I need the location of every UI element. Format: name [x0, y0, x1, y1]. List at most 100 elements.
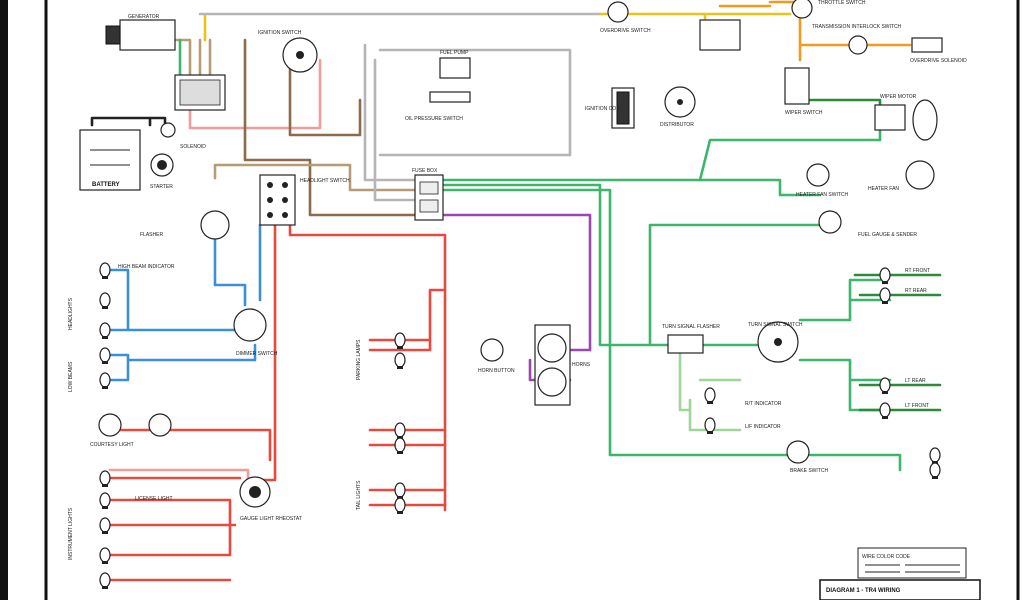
- lamp-base: [882, 416, 888, 419]
- lamp-base: [102, 276, 108, 279]
- diagram-title: DIAGRAM 1 - TR4 WIRING: [826, 588, 901, 594]
- fuel-gauge: FUEL GAUGE & SENDER: [818, 210, 917, 238]
- lamp-bulb: [99, 470, 111, 486]
- lamp-bulb: [704, 417, 716, 433]
- battery: BATTERY: [79, 129, 141, 191]
- lamp-bulb: [929, 462, 941, 478]
- fuse-box: FUSE BOX: [412, 168, 444, 221]
- lamp-base: [882, 301, 888, 304]
- label-brake-switch: BRAKE SWITCH: [790, 468, 828, 474]
- gauge-light-rheostat: GAUGE LIGHT RHEOSTAT: [239, 476, 302, 522]
- label-headlights: HEADLIGHTS: [68, 297, 74, 330]
- lamp-base: [102, 506, 108, 509]
- wire-yellow-top: [203, 12, 792, 42]
- wire-dark-green: [808, 98, 942, 412]
- label-license-light: LICENSE LIGHT: [135, 496, 173, 502]
- wire-blue: [108, 223, 262, 382]
- solenoid: SOLENOID: [160, 122, 206, 150]
- wire-red-main: [260, 223, 447, 512]
- label-generator: GENERATOR: [128, 14, 160, 20]
- lamp-base: [707, 401, 713, 404]
- label-wiper-motor: WIPER MOTOR: [880, 94, 917, 100]
- lamp-base: [882, 281, 888, 284]
- wire-brown-ign: [288, 58, 362, 137]
- label-heater-fan-switch: HEATER FAN SWITCH: [796, 192, 849, 198]
- lamp-bulb: [99, 262, 111, 278]
- label-turn-signal-switch: TURN SIGNAL SWITCH: [748, 322, 803, 328]
- lamp-bulb: [929, 447, 941, 463]
- label-battery: BATTERY: [92, 182, 120, 188]
- wire-gen-tan: [168, 38, 212, 77]
- generator: GENERATOR: [105, 14, 176, 51]
- distributor: DISTRIBUTOR: [660, 86, 696, 128]
- lamp-bulb: [704, 387, 716, 403]
- wire-pink-reg: [188, 58, 322, 130]
- label-overdrive-solenoid: OVERDRIVE SOLENOID: [910, 58, 967, 64]
- lamp-bulb: [879, 287, 891, 303]
- side-labels: HEADLIGHTS LOW BEAMS PARKING LAMPS TAIL …: [68, 116, 930, 560]
- label-ignition-switch: IGNITION SWITCH: [258, 30, 302, 36]
- lamp-bulb: [879, 377, 891, 393]
- wire-pink-left: [108, 468, 250, 482]
- wire-brown-fuse: [243, 38, 422, 217]
- wiper-motor: WIPER MOTOR: [874, 94, 938, 141]
- wire-red-left: [108, 428, 272, 582]
- legend-title: WIRE COLOR CODE: [862, 554, 911, 560]
- lamp-bulb: [99, 572, 111, 588]
- label-lf-indicator: L/F INDICATOR: [745, 424, 781, 430]
- lamp-bulb: [99, 372, 111, 388]
- lamp-bulb: [879, 267, 891, 283]
- label-headlight-switch: HEADLIGHT SWITCH: [300, 178, 350, 184]
- label-fuel-pump: FUEL PUMP: [440, 50, 469, 56]
- heater-fan-switch: HEATER FAN SWITCH: [796, 163, 849, 198]
- label-rt-indicator: R/T INDICATOR: [745, 401, 782, 407]
- lamp-bulb: [394, 497, 406, 513]
- lamp-base: [102, 361, 108, 364]
- throttle-switch: THROTTLE SWITCH: [791, 0, 866, 19]
- turn-signal-flasher: TURN SIGNAL FLASHER: [662, 324, 720, 354]
- lamp-base: [102, 531, 108, 534]
- label-wiper-switch: WIPER SWITCH: [785, 110, 823, 116]
- lamp-bulb: [394, 482, 406, 498]
- label-courtesy-light: COURTESY LIGHT: [90, 442, 134, 448]
- label-rt-front: RT FRONT: [905, 268, 930, 274]
- label-solenoid: SOLENOID: [180, 144, 206, 150]
- ignition-coil: IGNITION COIL: [585, 87, 635, 129]
- lamp-bulb: [879, 402, 891, 418]
- overdrive-switch: OVERDRIVE SWITCH: [600, 1, 651, 34]
- label-oil-pressure-switch: OIL PRESSURE SWITCH: [405, 116, 463, 122]
- label-throttle-switch: THROTTLE SWITCH: [818, 0, 866, 6]
- wire-orange-top: [718, 0, 852, 62]
- lamp-base: [102, 306, 108, 309]
- label-dimmer-switch: DIMMER SWITCH: [236, 351, 278, 357]
- lamp-bulb: [394, 437, 406, 453]
- label-rt-rear: RT REAR: [905, 288, 927, 294]
- lamp-base: [102, 336, 108, 339]
- lamp-base: [707, 431, 713, 434]
- label-parking-lamps: PARKING LAMPS: [356, 339, 362, 380]
- heater-fan: HEATER FAN: [868, 160, 935, 192]
- lamp-base: [102, 386, 108, 389]
- wire-green-main: [438, 178, 822, 457]
- wiper-switch: WIPER SWITCH: [784, 67, 823, 116]
- wire-tan-fuse: [213, 163, 422, 192]
- label-fuel-gauge-sender: FUEL GAUGE & SENDER: [858, 232, 917, 238]
- wire-green-ts: [698, 278, 902, 472]
- lamp-base: [102, 586, 108, 589]
- label-horns: HORNS: [572, 362, 591, 368]
- label-tail-lights: TAIL LIGHTS: [356, 480, 362, 510]
- lamp-bulb: [99, 547, 111, 563]
- label-lt-rear: LT REAR: [905, 378, 926, 384]
- lamp-base: [397, 346, 403, 349]
- lamp-bulb: [99, 517, 111, 533]
- label-starter: STARTER: [150, 184, 173, 190]
- relay: [699, 19, 741, 51]
- label-flasher: FLASHER: [140, 232, 163, 238]
- wire-gray-right: [378, 48, 572, 157]
- label-gauge-light-rheostat: GAUGE LIGHT RHEOSTAT: [240, 516, 302, 522]
- horn-button: HORN BUTTON: [478, 338, 515, 374]
- lamp-base: [397, 451, 403, 454]
- overdrive-solenoid: OVERDRIVE SOLENOID: [910, 37, 967, 64]
